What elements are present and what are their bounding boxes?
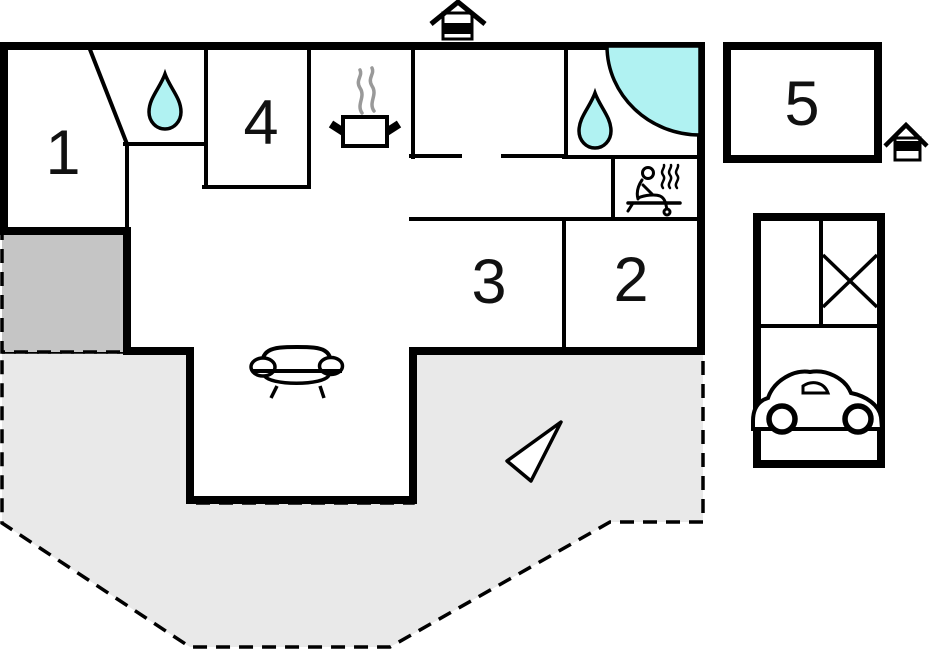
room-5-label: 5 xyxy=(784,69,819,139)
water-drop-icon xyxy=(147,68,183,131)
terrace-area xyxy=(0,350,705,649)
room-5-outline xyxy=(723,42,882,163)
room-4-label: 4 xyxy=(243,88,278,158)
sauna-person-foot xyxy=(662,207,672,217)
steam-line xyxy=(667,163,673,190)
car-window xyxy=(801,381,831,395)
north-arrow-icon xyxy=(505,420,563,483)
sofa-leg-right xyxy=(318,385,326,399)
covered-terrace-area xyxy=(0,229,129,354)
car-wheel-rear xyxy=(766,403,798,435)
water-drop-icon xyxy=(577,87,613,150)
house-band xyxy=(443,23,472,34)
pot-body xyxy=(341,115,389,148)
sofa-icon xyxy=(249,344,345,399)
sauna-icon xyxy=(626,163,682,217)
wall-room1-diagonal xyxy=(86,44,130,147)
main-building-outline xyxy=(0,42,705,504)
sofa-arm-left xyxy=(249,356,277,378)
cross-marking-icon xyxy=(821,253,879,309)
sauna-person-head xyxy=(641,166,655,180)
cross-line xyxy=(821,253,879,309)
garage-outline xyxy=(753,213,885,468)
garage-building xyxy=(751,213,885,468)
house-roof xyxy=(883,121,929,148)
sauna-bench-leg xyxy=(626,201,635,213)
steam-line xyxy=(356,68,364,115)
interior-walls xyxy=(86,44,703,353)
sauna-person-leg xyxy=(636,193,669,212)
house-band xyxy=(895,141,920,151)
sofa-leg-left xyxy=(269,385,279,399)
car-icon xyxy=(751,369,885,435)
sauna-person-arm xyxy=(641,183,654,196)
steam-line xyxy=(368,66,376,113)
house-icon xyxy=(883,121,929,162)
room-1-label: 1 xyxy=(45,118,80,188)
entrance-house-icon xyxy=(429,0,487,41)
sofa-seat-front xyxy=(262,373,331,385)
room-3-label: 3 xyxy=(471,247,506,317)
steam-line xyxy=(674,163,680,190)
room-2-label: 2 xyxy=(613,245,648,315)
house-roof xyxy=(429,0,487,26)
car-wheel-front xyxy=(842,403,874,435)
cooking-pot-icon xyxy=(328,66,402,148)
steam-line xyxy=(660,163,666,190)
corner-bath-icon xyxy=(605,44,702,137)
